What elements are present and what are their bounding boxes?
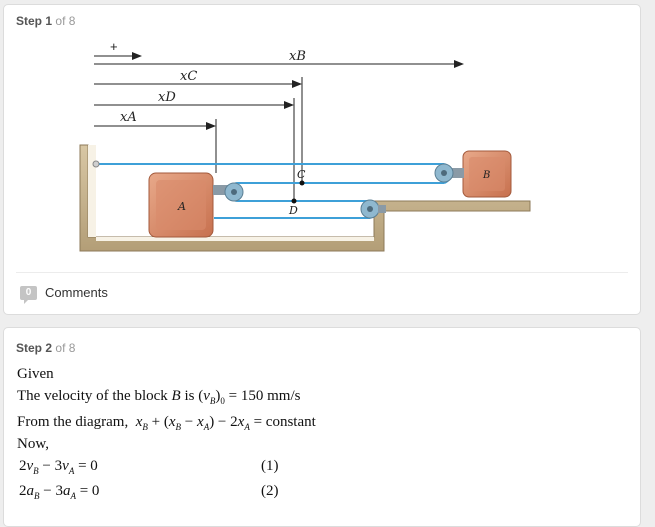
point-c <box>299 180 305 186</box>
comments-label: Comments <box>45 285 108 300</box>
xa-arrowhead <box>206 122 216 130</box>
label-a: A <box>177 200 186 213</box>
card-divider <box>16 272 628 273</box>
equation-2-number: (2) <box>261 483 279 499</box>
equation-1: 2vB − 3vA = 0 <box>19 458 98 476</box>
label-c: C <box>297 168 306 181</box>
step-2-card: Step 2 of 8 Given The velocity of the bl… <box>3 327 641 527</box>
velocity-statement: The velocity of the block B is (vB)0 = 1… <box>17 388 301 406</box>
block-b-face <box>469 157 505 191</box>
constraint-expression: xB + (xB − xA) − 2xA = <box>135 414 263 432</box>
positive-direction-arrowhead <box>132 52 142 60</box>
pulley-diagram: + xB xC xD xA <box>79 39 531 252</box>
pulley-b-hub <box>441 170 447 176</box>
label-d: D <box>288 204 298 217</box>
now-label: Now, <box>17 436 49 452</box>
equation-2: 2aB − 3aA = 0 <box>19 483 100 501</box>
label-xa: xA <box>120 110 137 125</box>
point-d <box>291 198 297 204</box>
wall-anchor <box>92 160 100 168</box>
xb-arrowhead <box>454 60 464 68</box>
step-2-title: Step 2 of 8 <box>16 341 76 355</box>
xc-arrowhead <box>292 80 302 88</box>
given-label: Given <box>17 366 54 382</box>
comment-count-badge: 0 <box>20 285 37 304</box>
block-b-bracket <box>450 168 464 178</box>
plus-sign: + <box>110 39 118 54</box>
floor-face <box>96 237 374 241</box>
step-1-card: Step 1 of 8 + xB xC xD <box>3 4 641 315</box>
pulley-ground-hub <box>367 206 373 212</box>
label-xb: xB <box>289 49 306 64</box>
xd-arrowhead <box>284 101 294 109</box>
comments-button[interactable]: 0 Comments <box>20 285 108 304</box>
wall-face <box>88 145 96 237</box>
diagram-relation: From the diagram, xB + (xB − xA) − 2xA =… <box>17 414 316 432</box>
label-xd: xD <box>158 90 176 105</box>
label-xc: xC <box>180 69 197 84</box>
equation-1-number: (1) <box>261 458 279 474</box>
velocity-symbol: (vB)0 <box>198 388 225 406</box>
pulley-a-hub <box>231 189 237 195</box>
block-a-bracket <box>213 185 231 195</box>
label-b: B <box>482 170 490 181</box>
step-1-title: Step 1 of 8 <box>16 14 76 28</box>
pulley-ground-bracket <box>378 205 386 213</box>
block-a-face <box>156 180 206 230</box>
